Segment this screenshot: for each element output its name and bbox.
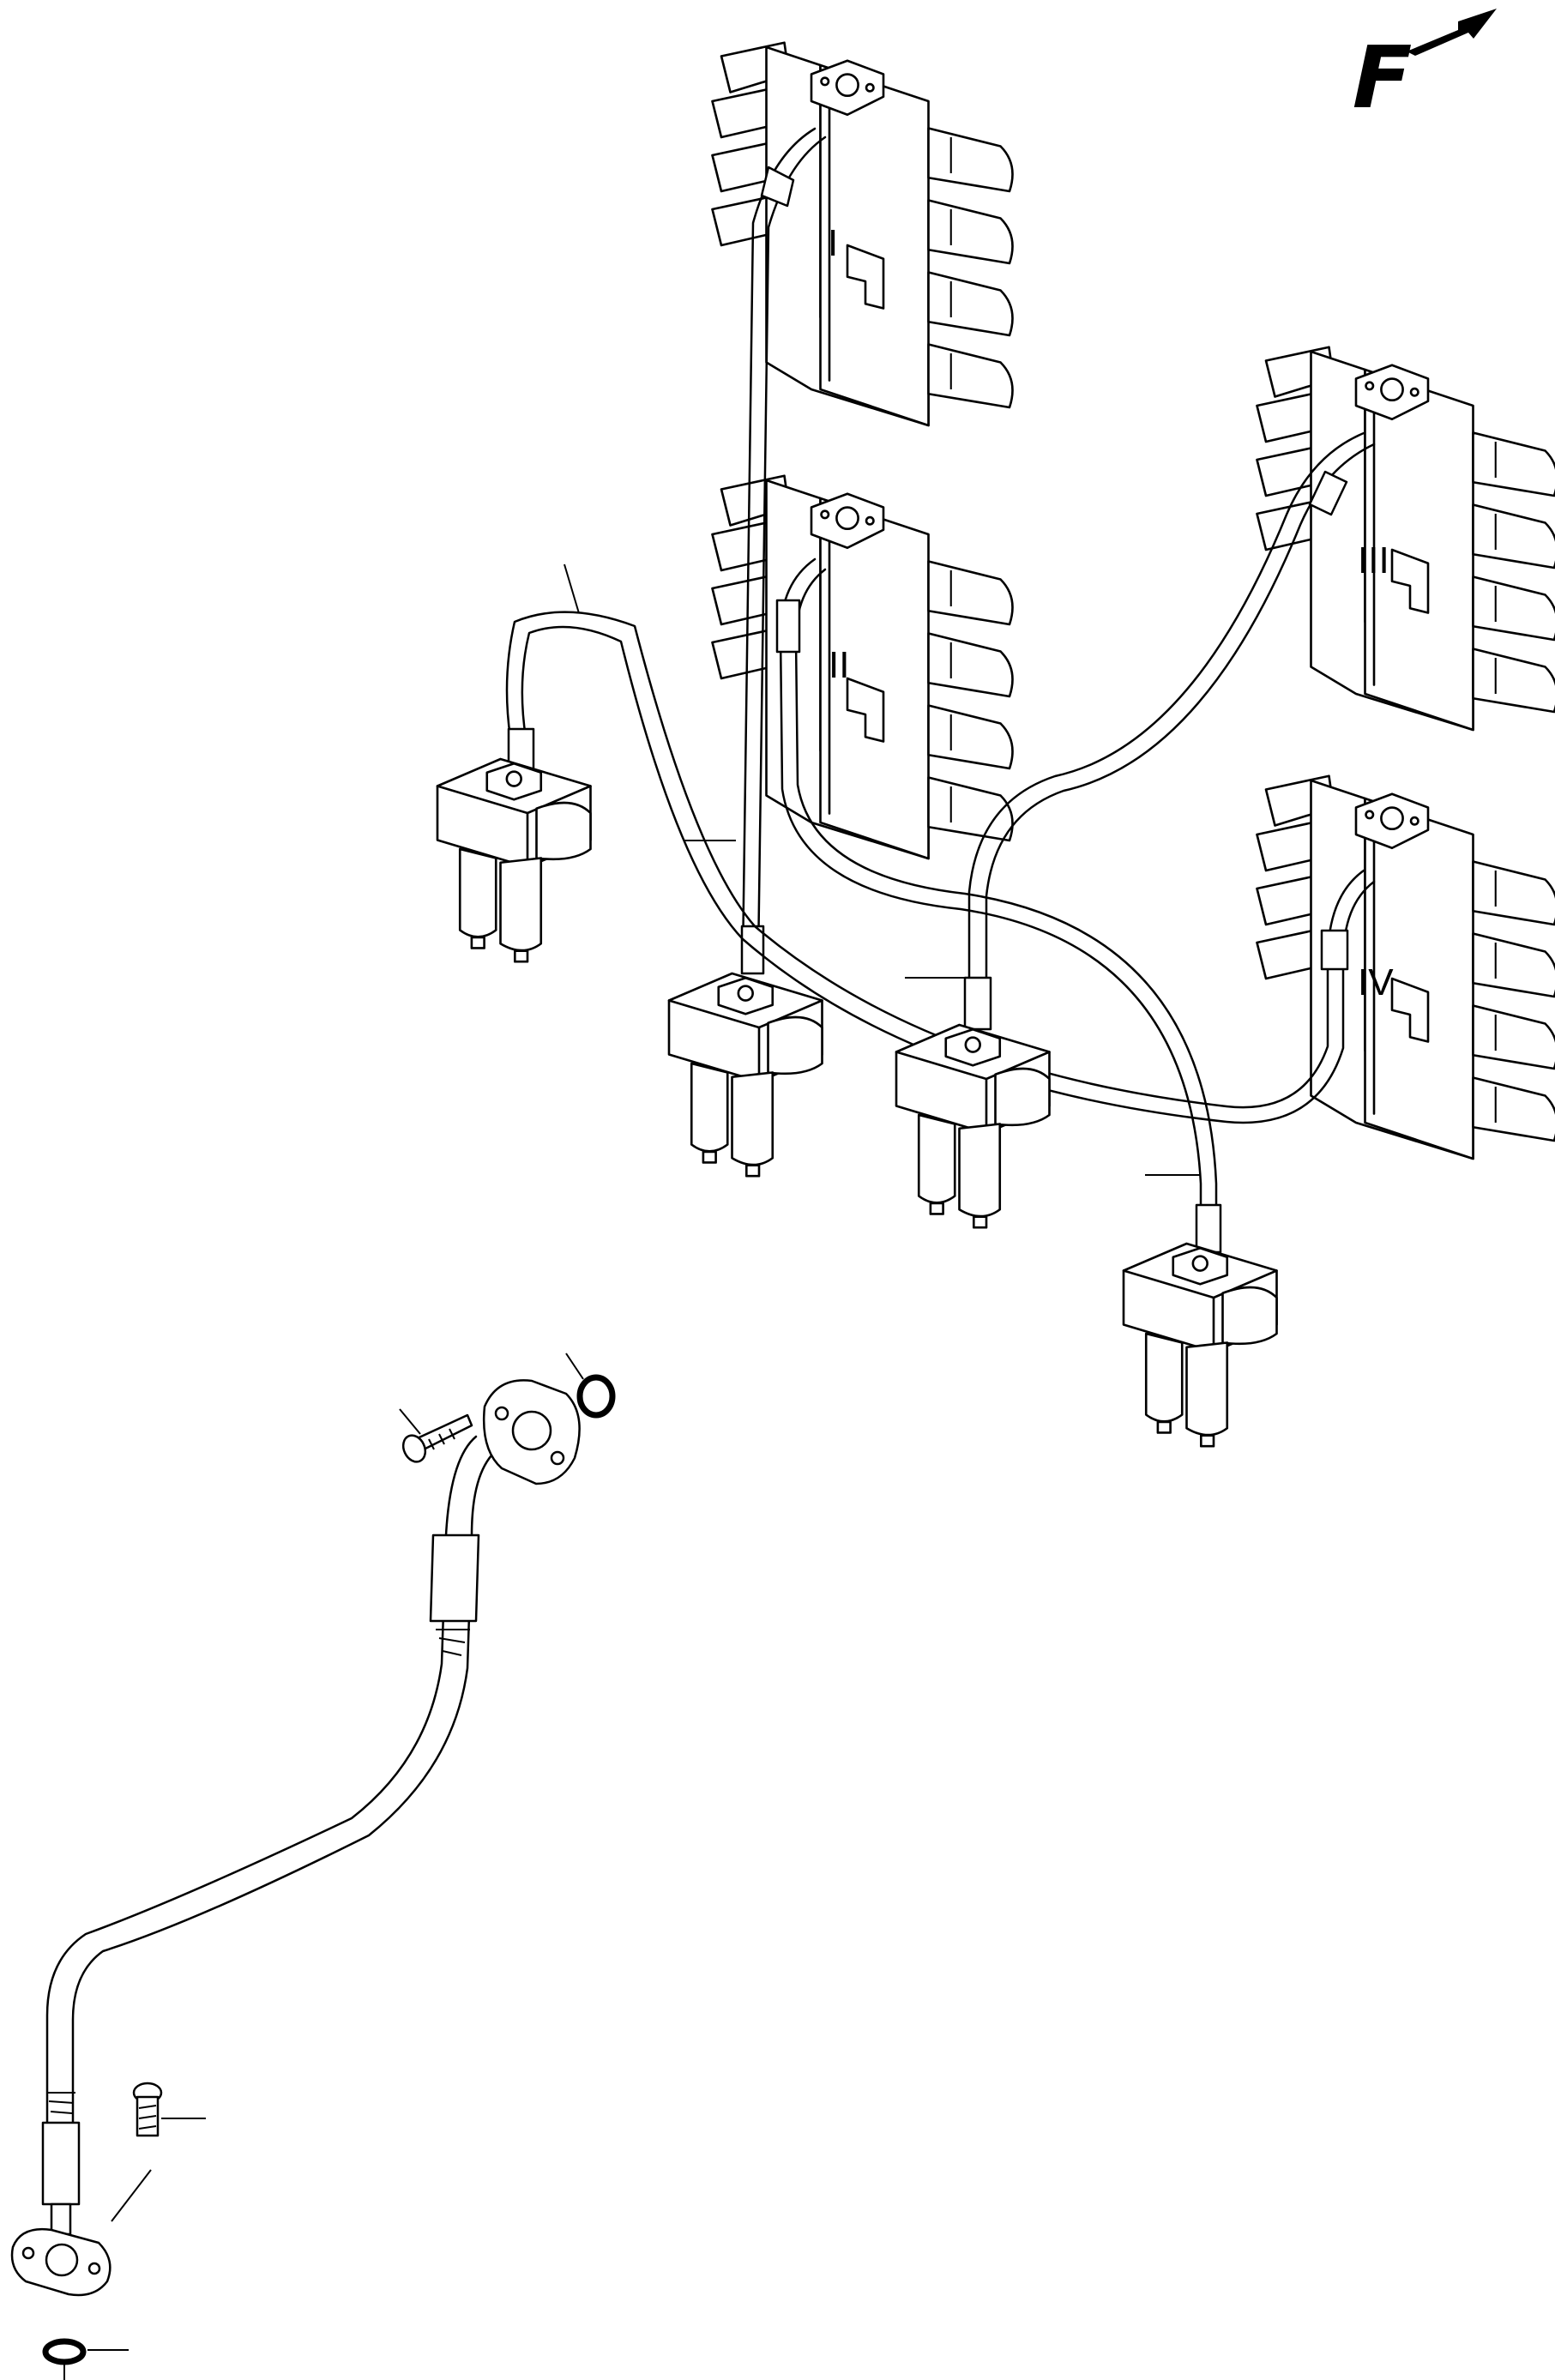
valve-block-iv: IV	[1256, 774, 1555, 1160]
filter-unit-3	[895, 1023, 1051, 1229]
hose-i-to-filter-2	[740, 127, 827, 975]
front-arrow-icon	[1407, 9, 1497, 56]
flange-fitting-lower	[10, 2227, 112, 2297]
leader-lines-main	[564, 563, 1201, 1176]
valve-block-label-i: I	[828, 222, 838, 264]
cap-screw-lower	[111, 2082, 206, 2222]
front-direction-marker: F	[1342, 9, 1497, 128]
valve-block-i: I	[711, 41, 1014, 427]
front-letter: F	[1342, 27, 1422, 128]
filter-unit-4	[1122, 1242, 1278, 1448]
cap-screw-upper	[399, 1408, 473, 1463]
valve-block-label-iv: IV	[1358, 961, 1394, 1003]
valve-block-label-ii: II	[829, 644, 849, 686]
o-ring-upper	[565, 1353, 616, 1419]
valve-block-iii: III	[1256, 346, 1555, 732]
o-ring-lower	[42, 2338, 129, 2380]
filter-unit-1	[436, 757, 592, 963]
valve-block-label-iii: III	[1358, 539, 1389, 581]
hose-iii-to-filter-3	[963, 431, 1376, 1031]
valve-block-ii: II	[711, 474, 1014, 860]
hose-ii-to-filter-4	[775, 557, 1222, 1254]
flange-fitting-upper	[483, 1379, 581, 1485]
filter-unit-2	[667, 972, 823, 1178]
hose-assembly-detail	[41, 1435, 499, 2236]
